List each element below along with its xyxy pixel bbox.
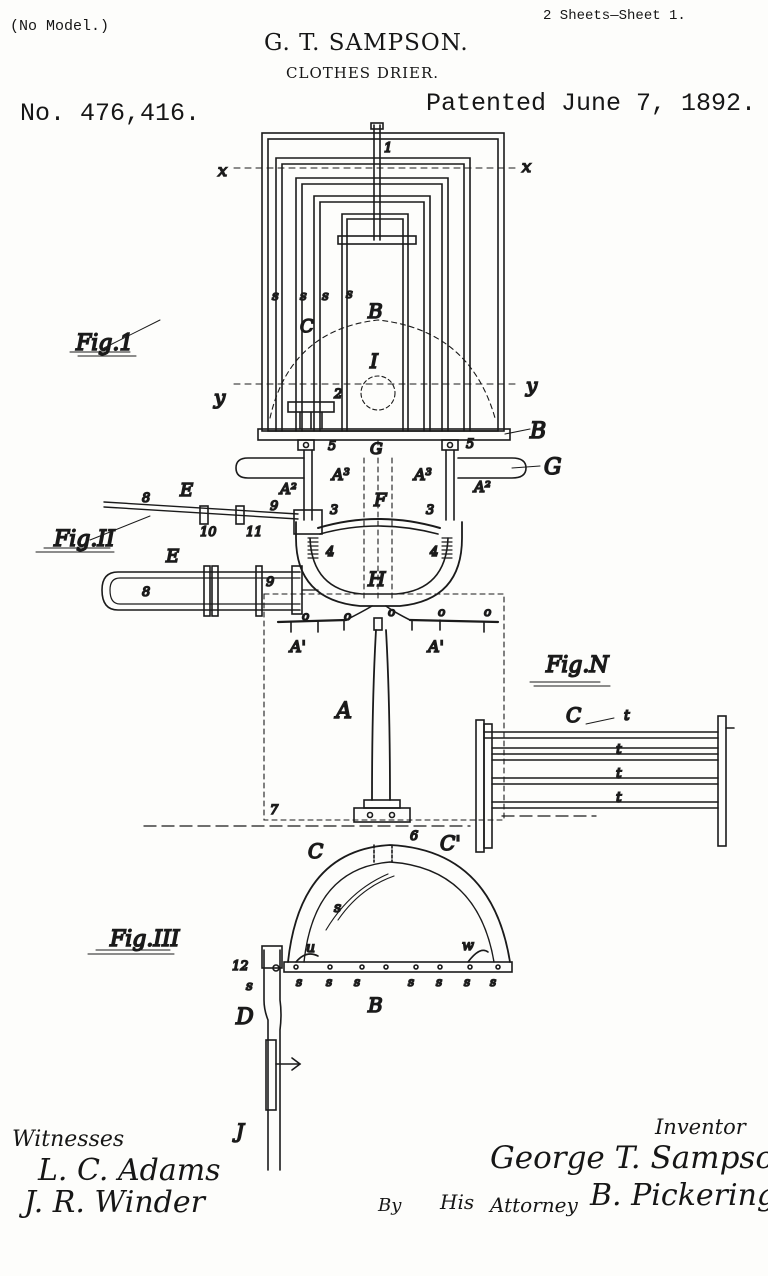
inventor-name-heading: G. T. SAMPSON.: [264, 30, 469, 56]
label-s-base-6: s: [464, 975, 470, 989]
label-s-2: s: [300, 289, 307, 304]
label-o-3: o: [388, 605, 395, 619]
label-s-base-3: s: [354, 975, 360, 989]
witness-signature-1: L. C. Adams: [38, 1153, 221, 1188]
sheet-count: 2 Sheets—Sheet 1.: [543, 8, 686, 24]
label-C-fig3: C: [308, 839, 323, 863]
label-s-base-2: s: [326, 975, 332, 989]
fig3-drawing: [261, 844, 513, 1171]
fig3-label: Fig.III: [109, 927, 181, 952]
label-F: F: [373, 490, 388, 511]
label-E-upper: E: [179, 480, 193, 501]
label-E-lower: E: [165, 546, 179, 567]
fig4-drawing: [475, 715, 735, 853]
label-s-arm: s: [246, 979, 253, 994]
invention-title: CLOTHES DRIER.: [286, 64, 440, 82]
label-G-center: G: [370, 439, 383, 458]
inventor-label: Inventor: [655, 1115, 746, 1139]
label-9-upper: 9: [270, 499, 278, 514]
label-I: I: [369, 349, 379, 373]
fig4-label: Fig.N: [545, 653, 609, 678]
label-y-right: y: [525, 373, 538, 397]
label-s-1: s: [272, 289, 279, 304]
label-s-base-5: s: [436, 975, 442, 989]
by-label: By: [378, 1195, 402, 1216]
label-2: 2: [333, 387, 342, 402]
label-x-left: x: [218, 161, 227, 180]
label-C-fig4: C: [566, 703, 581, 727]
label-A1-left: A': [288, 637, 306, 656]
label-4-right: 4: [429, 545, 438, 560]
label-A1-right: A': [426, 637, 444, 656]
label-B-base: B: [529, 419, 546, 444]
label-o-5: o: [484, 605, 491, 619]
label-s-base-1: s: [296, 975, 302, 989]
label-6: 6: [410, 829, 418, 844]
witness-signature-2: J. R. Winder: [24, 1185, 205, 1220]
label-t-4: t: [616, 790, 622, 806]
label-o-4: o: [438, 605, 445, 619]
label-s-arc: s: [334, 900, 341, 916]
label-3-right: 3: [426, 503, 434, 518]
label-s-4: s: [346, 287, 353, 302]
label-o-2: o: [344, 609, 351, 623]
label-D: D: [235, 1005, 254, 1030]
fig2-label: Fig.II: [53, 527, 116, 552]
label-3-left: 3: [330, 503, 338, 518]
label-J: J: [232, 1119, 245, 1143]
label-11: 11: [246, 525, 263, 540]
label-w: w: [462, 938, 474, 954]
label-G-rail: G: [544, 455, 562, 480]
drawing-labels: x x y y 1 2 s s s s B C I B 5 G 5 G A³ A…: [52, 140, 631, 1144]
label-B-fig3: B: [367, 993, 383, 1017]
label-8-lower: 8: [142, 585, 150, 600]
label-9-lower: 9: [266, 575, 274, 590]
label-H: H: [367, 567, 386, 591]
label-C1-fig3: C': [440, 831, 461, 855]
patent-date: Patented June 7, 1892.: [426, 89, 757, 118]
his-label: His: [440, 1190, 475, 1214]
label-t-3: t: [616, 766, 622, 782]
label-A3-right: A³: [412, 465, 432, 484]
label-A2-left: A²: [278, 480, 297, 498]
label-10: 10: [200, 525, 217, 540]
label-5-right: 5: [466, 437, 474, 452]
label-8-upper: 8: [142, 491, 150, 506]
label-y-left: y: [213, 385, 226, 409]
label-C-top: C: [300, 316, 314, 337]
patent-number: No. 476,416.: [20, 99, 201, 128]
label-s-base-7: s: [490, 975, 496, 989]
witnesses-label: Witnesses: [12, 1127, 125, 1152]
label-1: 1: [384, 141, 392, 156]
label-A2-right: A²: [472, 478, 491, 496]
label-A: A: [334, 699, 352, 724]
label-B-top: B: [367, 299, 383, 323]
label-x-right: x: [522, 157, 531, 176]
attorney-signature: B. Pickering: [590, 1178, 768, 1213]
label-t-1: t: [624, 708, 630, 724]
fig1-label: Fig.1: [75, 331, 133, 356]
label-s-base-4: s: [408, 975, 414, 989]
no-model-note: (No Model.): [10, 18, 110, 35]
label-u: u: [306, 940, 315, 956]
label-o-1: o: [302, 609, 309, 623]
inventor-signature: George T. Sampson: [490, 1140, 768, 1176]
label-t-2: t: [616, 742, 622, 758]
label-5-left: 5: [328, 439, 336, 454]
label-s-3: s: [322, 289, 329, 304]
attorney-label: Attorney: [490, 1193, 578, 1217]
label-4-left: 4: [325, 545, 334, 560]
label-A3-left: A³: [330, 465, 350, 484]
label-12: 12: [232, 959, 249, 974]
label-7: 7: [270, 803, 279, 818]
fig1-drawing: [35, 122, 611, 955]
